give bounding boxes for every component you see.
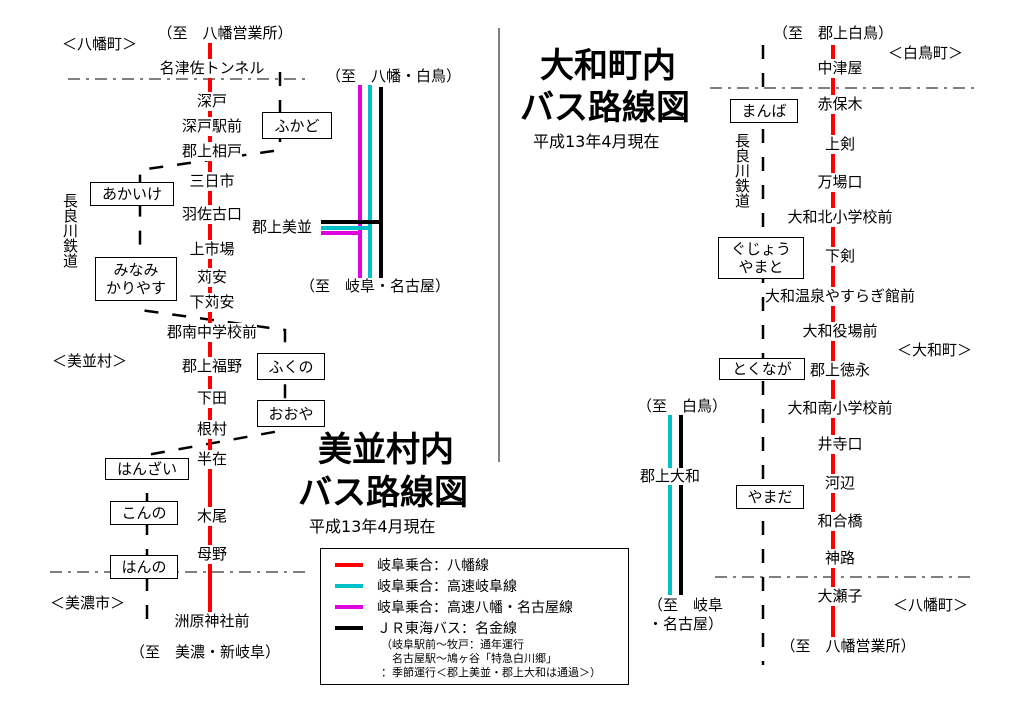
region-label: ＜白鳥町＞ (888, 44, 964, 62)
bus-stop: 名津佐トンネル (159, 59, 265, 78)
bus-stop: 下剣 (824, 247, 856, 266)
destination-bottom: （至 八幡営業所） (780, 637, 916, 656)
title-line1: 美並村内 (318, 430, 454, 470)
bus-stop: 深戸駅前 (181, 117, 243, 136)
station-box: こんの (110, 501, 178, 525)
bus-stop: 郡上福野 (181, 357, 243, 376)
bus-stop: 木尾 (196, 507, 228, 526)
title-line2: バス路線図 (298, 473, 468, 513)
bus-stop: 深戸 (196, 92, 228, 111)
legend-item: 岐阜乗合：高速八幡・名古屋線 (335, 597, 573, 617)
legend: 岐阜乗合：八幡線 岐阜乗合：高速岐阜線 岐阜乗合：高速八幡・名古屋線 ＪＲ東海バ… (320, 548, 629, 685)
bus-stop: 井寺口 (817, 435, 863, 454)
bus-stop: 和合橋 (817, 512, 863, 531)
bus-stop: 大和役場前 (802, 322, 878, 341)
legend-item: 岐阜乗合：高速岐阜線 (335, 576, 517, 596)
bus-stop: 赤保木 (817, 95, 863, 114)
station-box: おおや (257, 400, 325, 427)
bus-stop: 郡上相戸 (181, 142, 243, 161)
bus-stop: 洲原神社前 (174, 612, 250, 631)
express-stop: 郡上大和 (640, 467, 701, 485)
station-box: ぐじょう やまと (718, 237, 804, 279)
station-box: ふかど (262, 112, 332, 139)
bus-stop: 上剣 (824, 135, 856, 154)
legend-label: 岐阜乗合：高速八幡・名古屋線 (377, 600, 573, 616)
station-box: まんば (730, 99, 798, 123)
region-label: ＜八幡町＞ (62, 35, 138, 53)
station-box: やまだ (736, 485, 804, 509)
station-box: みなみ かりやす (95, 257, 177, 301)
station-box: はんざい (105, 458, 189, 480)
title-date: 平成13年4月現在 (533, 132, 660, 151)
region-label: ＜八幡町＞ (893, 596, 969, 614)
station-box: ふくの (257, 353, 325, 380)
legend-label: 岐阜乗合：八幡線 (377, 558, 489, 574)
station-box: あかいけ (90, 182, 174, 206)
bus-stop: 半在 (196, 450, 228, 469)
region-label: ＜大和町＞ (897, 341, 973, 359)
bus-stop: 大瀬子 (817, 587, 863, 606)
bus-stop: 河辺 (824, 474, 856, 493)
bus-stop: 羽佐古口 (181, 205, 243, 224)
legend-swatch (335, 563, 363, 567)
railway-label: 長良川鉄道 (733, 133, 751, 208)
destination-top: （至 郡上白鳥） (772, 24, 894, 43)
region-label: ＜美濃市＞ (50, 594, 126, 612)
bus-stop: 下苅安 (189, 293, 235, 312)
express-destination-top: （至 八幡・白鳥） (326, 67, 462, 85)
title-line1: 大和町内 (540, 46, 676, 86)
railway-line (138, 72, 287, 620)
title-date: 平成13年4月現在 (309, 517, 436, 536)
bus-stop: 母野 (196, 545, 228, 564)
bus-stop: 郡上徳永 (809, 361, 871, 380)
station-box: はんの (110, 555, 178, 579)
legend-note: （岐阜駅前～牧戸：通年運行 名古屋駅～鳩ヶ谷「特急白川郷」 ：季節運行＜郡上美並… (381, 638, 601, 679)
bus-stop: 郡南中学校前 (166, 323, 258, 342)
bus-stop: 上市場 (189, 240, 235, 259)
bus-stop: 中津屋 (817, 59, 863, 78)
bus-stop: 神路 (824, 549, 856, 568)
legend-swatch (335, 605, 363, 609)
bus-stop: 苅安 (196, 268, 228, 287)
bus-stop: 大和南小学校前 (787, 399, 893, 418)
destination-top: （至 八幡営業所） (157, 24, 293, 43)
legend-label: ＪＲ東海バス：名金線 (377, 621, 517, 637)
express-destination-top: （至 白鳥） (637, 397, 728, 415)
legend-item: ＪＲ東海バス：名金線 (335, 618, 517, 638)
destination-bottom: （至 美濃・新岐阜） (129, 643, 281, 662)
bus-stop: 万場口 (817, 173, 863, 192)
title-line2: バス路線図 (520, 88, 690, 128)
bus-stop: 大和温泉やすらぎ館前 (764, 287, 916, 306)
station-box: とくなが (719, 358, 805, 380)
region-label: ＜美並村＞ (52, 352, 128, 370)
legend-label: 岐阜乗合：高速岐阜線 (377, 579, 517, 595)
bus-stop: 三日市 (189, 172, 235, 191)
railway-label: 長良川鉄道 (61, 193, 79, 268)
legend-swatch (335, 584, 363, 588)
express-stop: 郡上美並 (252, 218, 313, 236)
legend-swatch (335, 626, 363, 630)
express-destination-bottom: （至 岐阜・名古屋） (300, 277, 451, 295)
bus-stop: 大和北小学校前 (787, 208, 893, 227)
legend-item: 岐阜乗合：八幡線 (335, 555, 489, 575)
express-destination-bottom: （至 岐阜 ・名古屋） (648, 596, 724, 633)
bus-stop: 根村 (196, 420, 228, 439)
bus-stop: 下田 (196, 389, 228, 408)
